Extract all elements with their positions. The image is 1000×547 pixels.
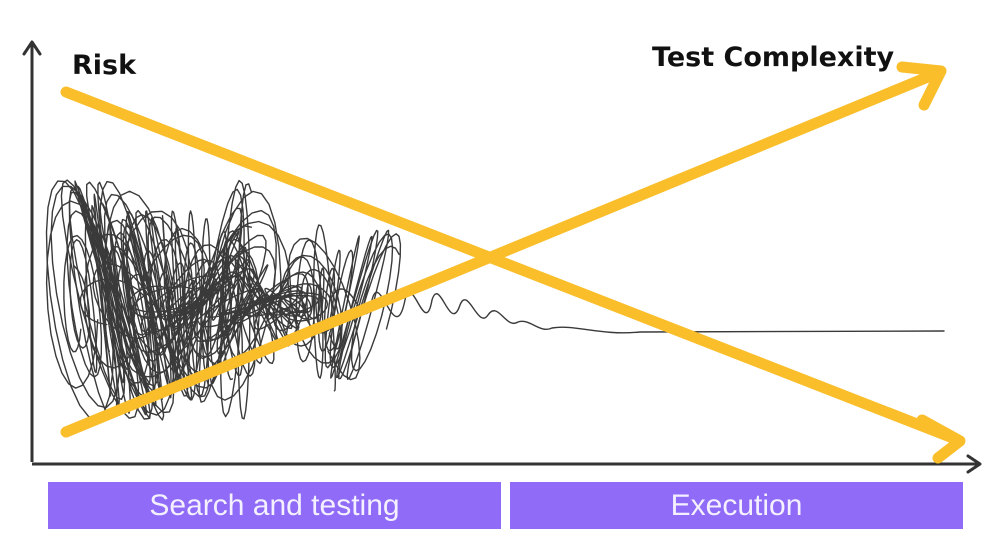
phase-bar-search [48,482,501,529]
risk-label: Risk [72,50,137,81]
scribble-stroke [221,229,400,380]
phase-label-search-and-testing: Search and testing [149,488,400,522]
x-axis-arrowhead [966,454,982,474]
phase-bar-execution [510,482,963,529]
axes [22,40,982,474]
test-complexity-arrow [60,61,947,438]
scribble-stroke [79,210,342,401]
y-axis-arrowhead [22,40,42,56]
test-complexity-label: Test Complexity [652,42,895,73]
phase-label-execution: Execution [670,488,803,522]
risk-arrow [60,86,966,464]
scribble-tail [329,288,945,334]
